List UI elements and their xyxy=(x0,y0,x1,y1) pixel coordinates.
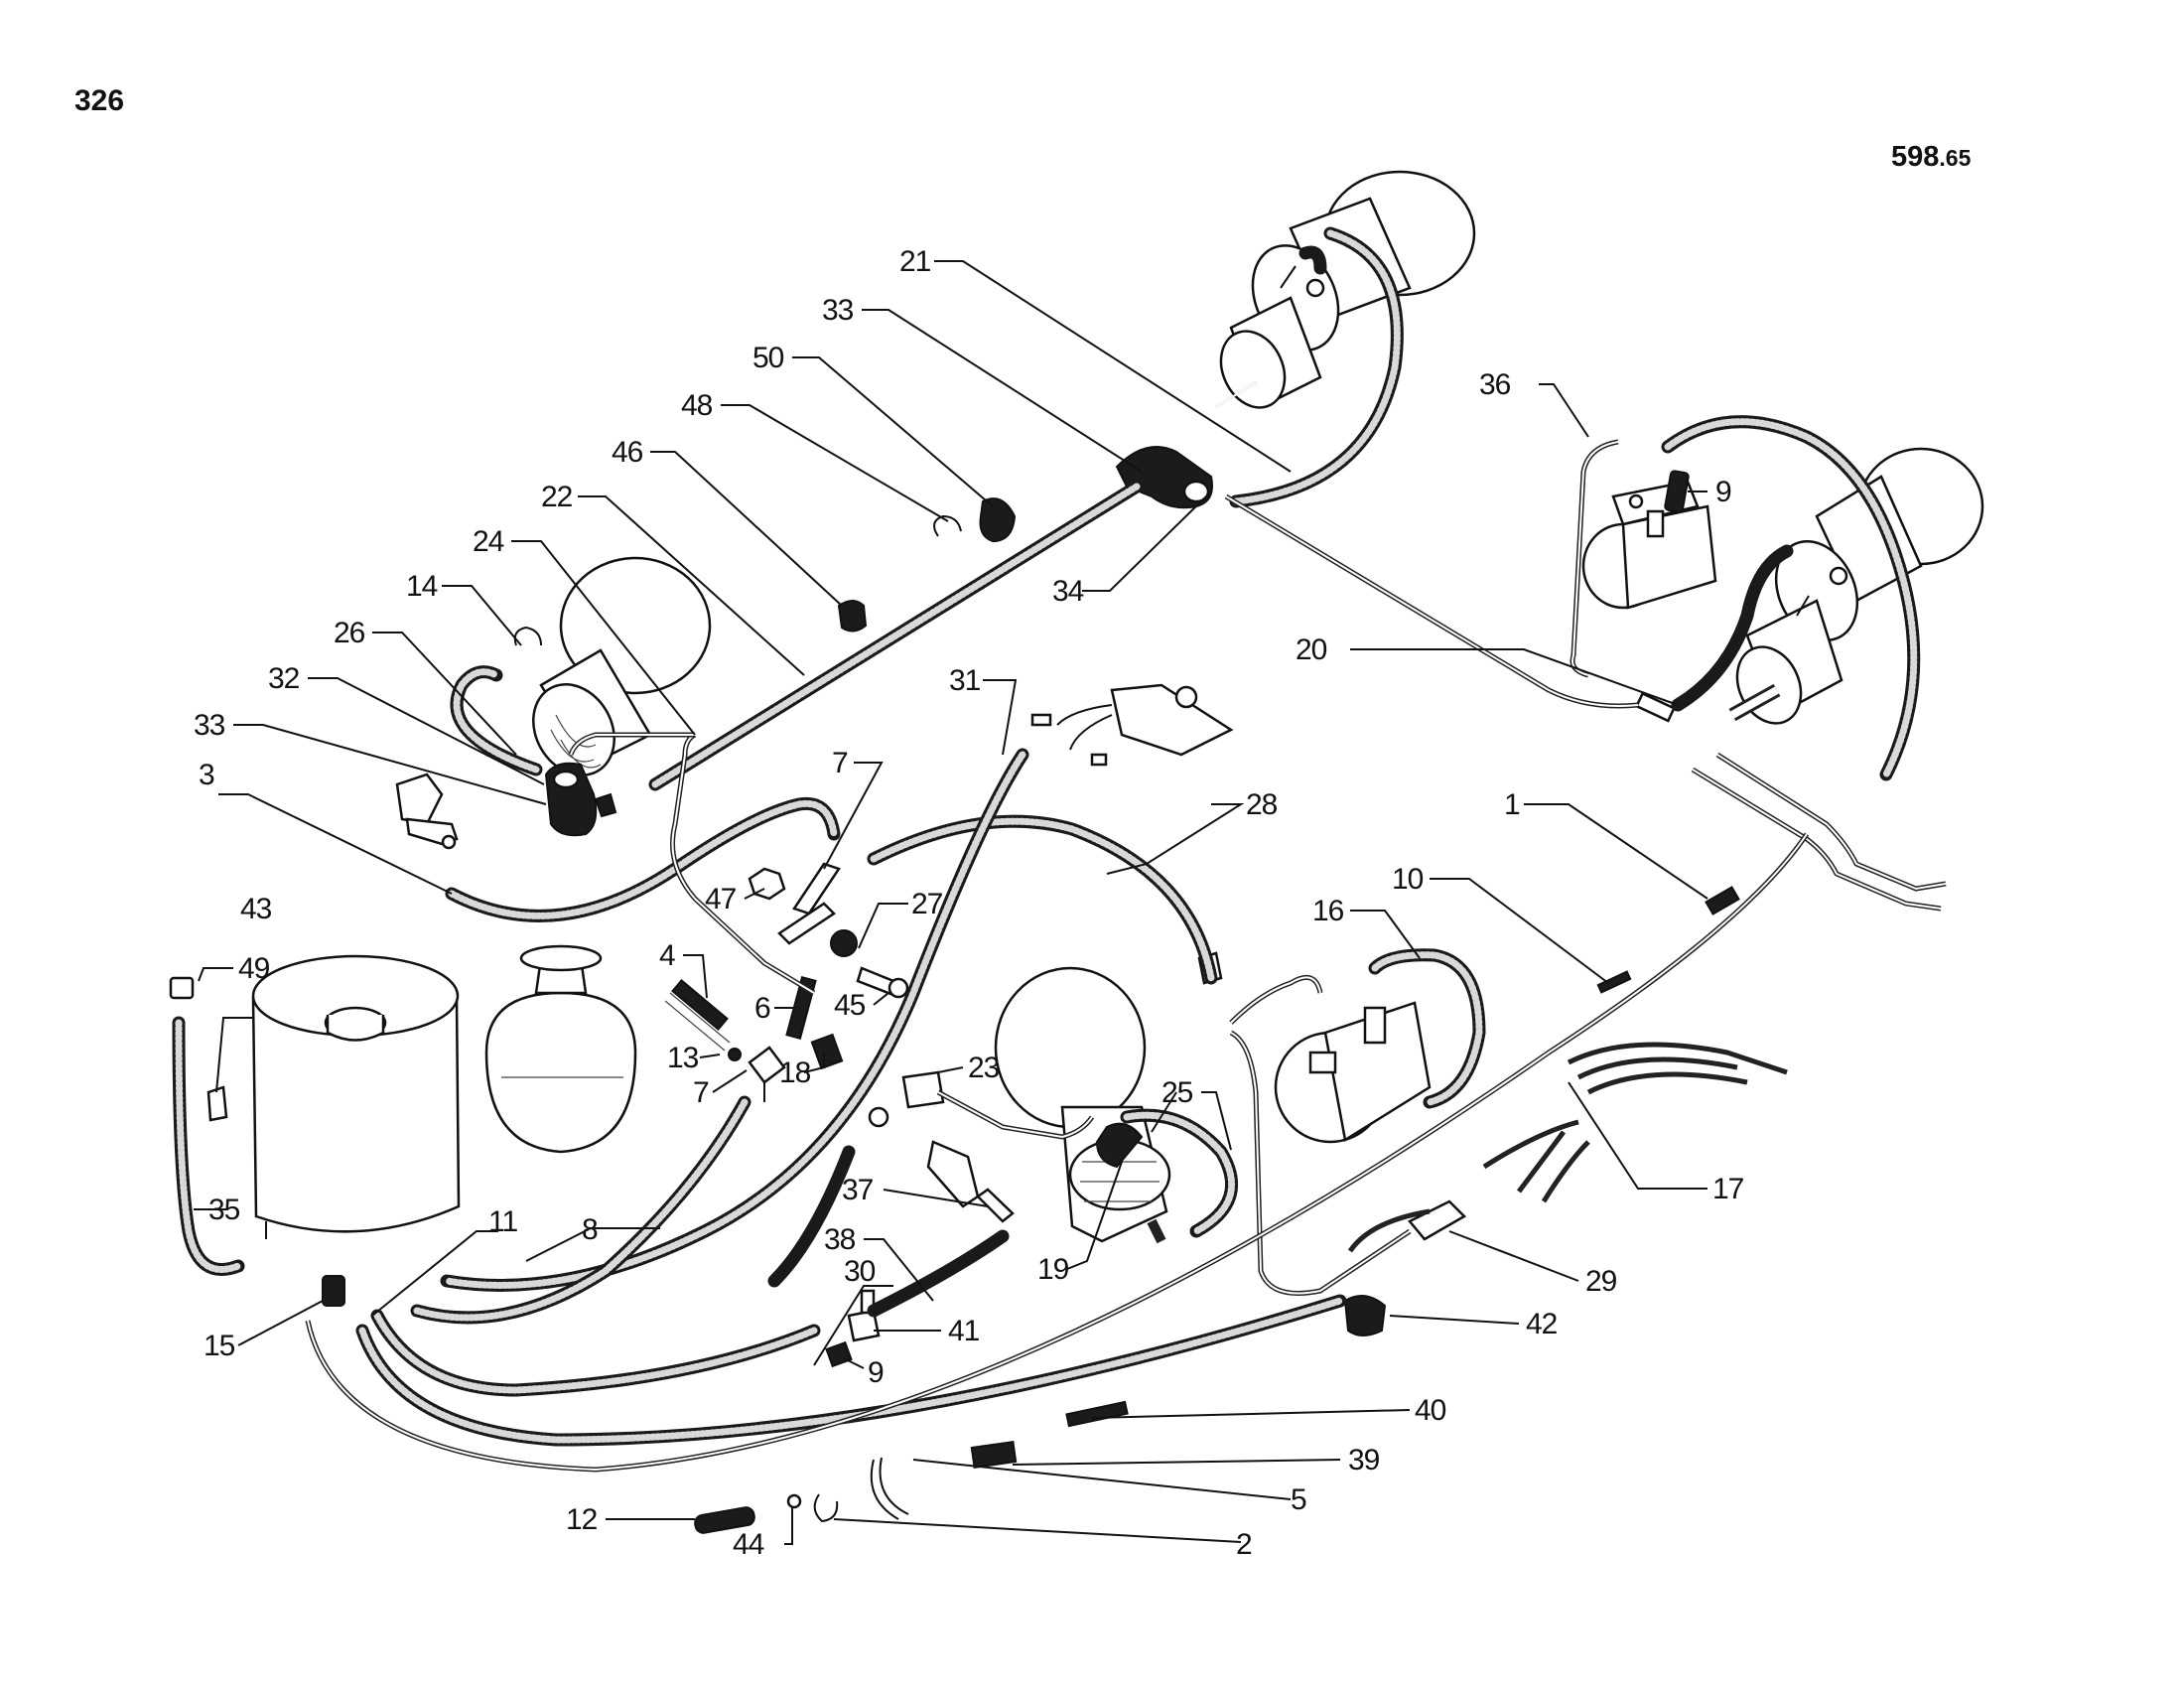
callout-25: 25 xyxy=(1161,1076,1193,1109)
callout-5: 5 xyxy=(1291,1483,1306,1516)
callout-27: 27 xyxy=(911,888,943,920)
callout-3: 3 xyxy=(199,759,214,791)
component-drawings xyxy=(169,170,1984,1534)
rigid-pipes xyxy=(305,439,1947,1473)
callout-4: 4 xyxy=(659,939,675,972)
callout-50: 50 xyxy=(752,342,784,374)
callout-9-lower: 9 xyxy=(868,1356,884,1389)
callout-2: 2 xyxy=(1236,1528,1252,1561)
callout-24: 24 xyxy=(473,525,504,558)
callout-41: 41 xyxy=(948,1315,980,1347)
callout-49: 49 xyxy=(238,952,270,985)
callout-30: 30 xyxy=(844,1255,876,1288)
suspension-sphere-front-left xyxy=(532,556,712,776)
callout-18: 18 xyxy=(779,1056,811,1089)
electrical-connector-block xyxy=(1030,683,1234,767)
callout-20: 20 xyxy=(1296,633,1327,666)
callout-11: 11 xyxy=(488,1205,517,1238)
drawing-code-suffix: .65 xyxy=(1939,145,1972,171)
callout-19: 19 xyxy=(1037,1253,1069,1286)
small-parts xyxy=(169,470,1740,1534)
callout-8: 8 xyxy=(582,1213,598,1246)
callout-28: 28 xyxy=(1246,788,1278,821)
callout-6: 6 xyxy=(754,992,770,1025)
callout-17: 17 xyxy=(1712,1173,1744,1205)
suspension-sphere-rear-right xyxy=(1728,447,1984,725)
callout-21: 21 xyxy=(899,245,931,278)
callout-33-top: 33 xyxy=(822,294,854,327)
callout-1: 1 xyxy=(1504,788,1520,821)
callout-42: 42 xyxy=(1526,1308,1558,1340)
callout-44: 44 xyxy=(733,1528,764,1561)
callout-48: 48 xyxy=(681,389,713,422)
fluid-reservoir-tank xyxy=(251,954,461,1239)
callout-29: 29 xyxy=(1585,1265,1617,1298)
callout-13: 13 xyxy=(667,1042,699,1074)
callout-15: 15 xyxy=(204,1330,235,1362)
callout-7-lower: 7 xyxy=(693,1076,709,1109)
callout-labels: 21 33 50 48 46 22 24 14 26 32 33 3 34 20… xyxy=(194,245,1745,1561)
callout-38: 38 xyxy=(824,1223,856,1256)
callout-23: 23 xyxy=(968,1052,1000,1084)
callout-9-top: 9 xyxy=(1715,476,1731,508)
callout-37: 37 xyxy=(842,1174,874,1206)
drawing-code-main: 598 xyxy=(1891,141,1940,173)
callout-16: 16 xyxy=(1312,895,1344,927)
callout-31: 31 xyxy=(949,664,981,697)
callout-10: 10 xyxy=(1392,863,1424,896)
callout-45: 45 xyxy=(834,989,866,1022)
callout-14: 14 xyxy=(406,570,438,603)
callout-40: 40 xyxy=(1415,1394,1446,1427)
callout-47: 47 xyxy=(705,883,737,915)
suspension-sphere-front-right xyxy=(1215,170,1476,409)
page-number: 326 xyxy=(74,84,125,117)
pressure-accumulator-sphere xyxy=(484,944,637,1154)
callout-34: 34 xyxy=(1052,575,1084,608)
callout-leader-lines xyxy=(194,260,1708,1545)
callout-35: 35 xyxy=(208,1194,240,1226)
height-corrector-valve xyxy=(1581,480,1717,610)
callout-36: 36 xyxy=(1479,368,1511,401)
callout-43: 43 xyxy=(240,893,272,925)
hose-elbow-fitting-left xyxy=(544,762,617,837)
callout-33-left: 33 xyxy=(194,709,225,742)
pressure-regulator-valve xyxy=(1274,1001,1432,1144)
accumulator-sphere-center xyxy=(994,966,1171,1244)
callout-22: 22 xyxy=(541,481,573,513)
callout-26: 26 xyxy=(334,617,365,649)
callout-46: 46 xyxy=(612,436,643,469)
bleed-valve-left xyxy=(395,773,459,850)
drawing-code: 598.65 xyxy=(1891,141,1971,174)
callout-39: 39 xyxy=(1348,1444,1380,1477)
hydraulic-hoses xyxy=(172,226,1921,1447)
callout-12: 12 xyxy=(566,1503,598,1536)
callout-32: 32 xyxy=(268,662,300,695)
hose-elbow-fitting-top xyxy=(1115,446,1213,509)
callout-7-top: 7 xyxy=(832,747,848,779)
